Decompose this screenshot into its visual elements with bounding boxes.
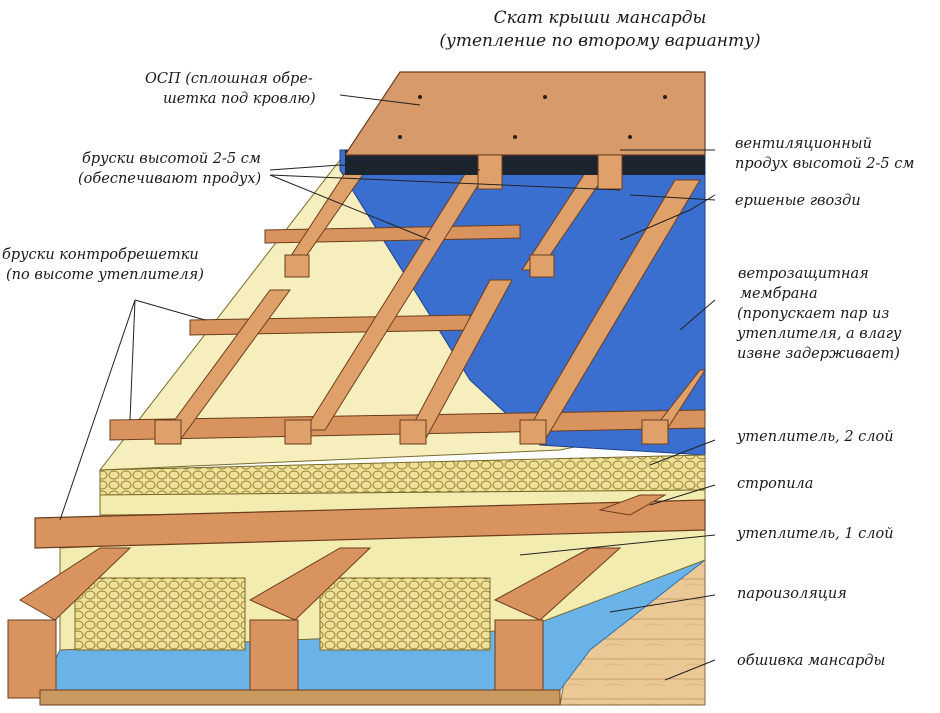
label-vapor-barrier: пароизоляция xyxy=(737,586,847,602)
batten-end-1 xyxy=(284,254,310,278)
osb-nails xyxy=(398,95,667,139)
vent-block-2 xyxy=(597,154,623,190)
label-counter-line2: (по высоте утеплителя) xyxy=(6,267,204,283)
label-membrane-line5: извне задерживает) xyxy=(737,346,900,362)
rafter-2 xyxy=(248,547,372,621)
label-battens-line1: бруски высотой 2-5 см xyxy=(82,151,261,167)
osb-sheet xyxy=(343,71,706,156)
leader-lines xyxy=(59,94,716,681)
diagram-title-line1: Скат крыши мансарды xyxy=(494,8,707,28)
label-osb-line1: ОСП (сплошная обре- xyxy=(145,71,313,87)
label-insulation-layer-2: утеплитель, 2 слой xyxy=(736,429,894,445)
vent-blocks xyxy=(477,154,623,190)
batten-end-6 xyxy=(519,419,547,445)
label-membrane-line4: утеплителя, а влагу xyxy=(736,326,902,342)
front-beam xyxy=(34,499,706,549)
label-nails: ершеные гвозди xyxy=(735,193,861,209)
label-attic-lining: обшивка мансарды xyxy=(737,653,885,669)
label-battens-line2: (обеспечивают продух) xyxy=(78,171,261,187)
diagram-title-line2: (утепление по второму варианту) xyxy=(439,31,760,51)
rafter-front-2 xyxy=(249,619,299,699)
batten-end-3 xyxy=(154,419,182,445)
label-counter-line1: бруски контробрешетки xyxy=(2,247,199,263)
rafters xyxy=(7,494,667,699)
label-insulation-layer-1: утеплитель, 1 слой xyxy=(736,526,894,542)
rafter-front-1 xyxy=(7,619,57,699)
label-osb-line2: шетка под кровлю) xyxy=(163,91,316,107)
vent-block-1 xyxy=(477,154,503,190)
label-membrane-line3: (пропускает пар из xyxy=(737,306,889,322)
batten-end-7 xyxy=(641,419,669,445)
label-membrane-line1: ветрозащитная xyxy=(738,266,869,282)
rafter-4 xyxy=(598,494,667,516)
rafter-front-3 xyxy=(494,619,544,699)
label-membrane-line2: мембрана xyxy=(740,286,818,302)
label-vent-line1: вентиляционный xyxy=(735,136,872,152)
battens xyxy=(154,149,706,445)
batten-end-5 xyxy=(399,419,427,445)
rafter-1 xyxy=(19,547,132,621)
label-rafters: стропила xyxy=(737,476,813,492)
batten-end-2 xyxy=(529,254,555,278)
batten-end-4 xyxy=(284,419,312,445)
insulation-layer-1-pack-left xyxy=(74,577,246,651)
ceiling-board xyxy=(39,689,561,706)
rafter-3 xyxy=(493,547,622,621)
insulation-layer-1-pack-mid xyxy=(319,577,491,651)
label-vent-line2: продух высотой 2-5 см xyxy=(735,156,914,172)
